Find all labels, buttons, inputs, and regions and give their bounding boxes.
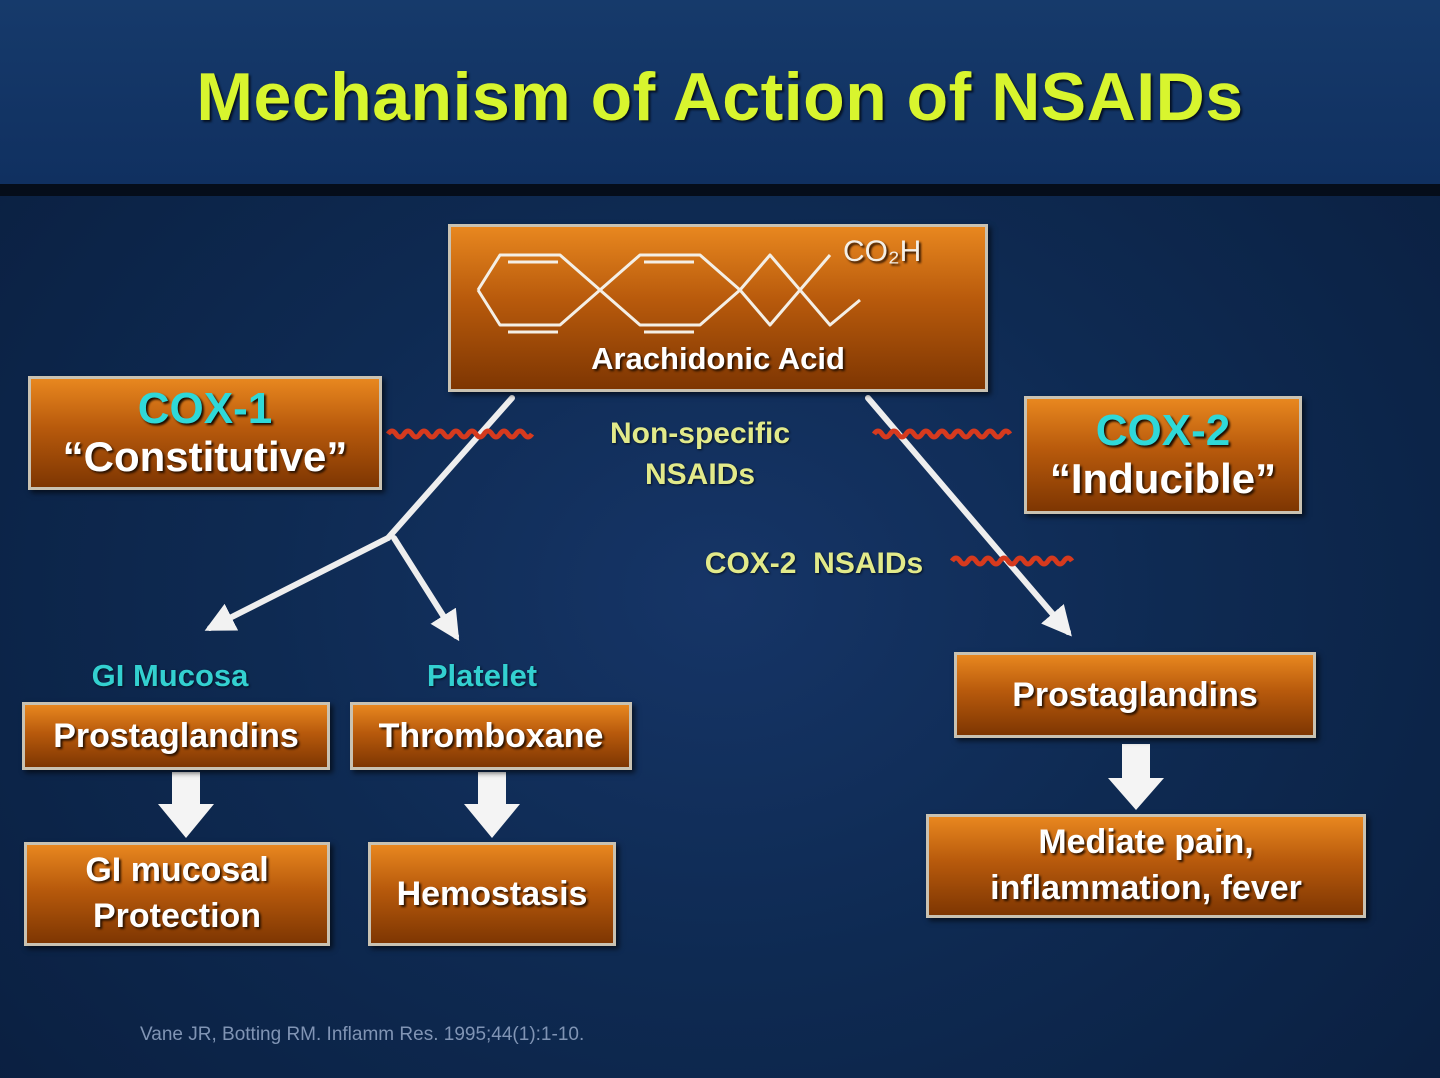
slide-title: Mechanism of Action of NSAIDs — [196, 59, 1244, 135]
hemostasis-label: Hemostasis — [396, 874, 588, 913]
inducible-prostaglandins-label: Prostaglandins — [1012, 675, 1258, 714]
inducible-prostaglandins-box: Prostaglandins — [954, 652, 1316, 738]
thromboxane-label: Thromboxane — [378, 716, 604, 755]
platelet-label: Platelet — [426, 658, 538, 693]
cox1-name: COX-1 — [137, 383, 273, 433]
carboxyl-formula: CO₂H — [843, 235, 922, 268]
cox1-box: COX-1 “Constitutive” — [28, 376, 382, 490]
nonspecific-nsaids-label: Non-specific NSAIDs — [560, 414, 840, 495]
gi-prostaglandins-box: Prostaglandins — [22, 702, 330, 770]
mediate-pain-line1: Mediate pain, — [1038, 823, 1254, 862]
inhibition-mark-cox2-nsaids — [949, 555, 1075, 567]
cox2-type: “Inducible” — [1049, 455, 1277, 503]
gi-protection-box: GI mucosal Protection — [24, 842, 330, 946]
gi-protection-line2: Protection — [92, 897, 262, 935]
cox2-nsaids-label: COX-2 NSAIDs — [704, 547, 924, 580]
down-arrow-inducible — [1108, 744, 1164, 810]
arrow-to-cox1-branch — [385, 395, 515, 541]
down-arrow-gi — [158, 772, 214, 838]
cox2-box: COX-2 “Inducible” — [1024, 396, 1302, 514]
mediate-pain-line2: inflammation, fever — [990, 869, 1302, 907]
arachidonic-acid-structure-icon — [476, 253, 861, 334]
arrow-to-gi-mucosa — [204, 535, 391, 631]
arachidonic-acid-box: CO₂H Arachidonic Acid — [448, 224, 988, 392]
inhibition-mark-cox1 — [385, 428, 535, 440]
nonspecific-line2: NSAIDs — [644, 457, 756, 491]
nonspecific-line1: Non-specific — [609, 417, 791, 450]
gi-protection-line1: GI mucosal — [85, 851, 269, 890]
hemostasis-box: Hemostasis — [368, 842, 616, 946]
citation: Vane JR, Botting RM. Inflamm Res. 1995;4… — [140, 1024, 585, 1045]
thromboxane-box: Thromboxane — [350, 702, 632, 770]
arrow-to-platelet — [391, 535, 460, 642]
gi-mucosa-label: GI Mucosa — [91, 658, 249, 693]
down-arrow-platelet — [464, 772, 520, 838]
inhibition-mark-cox2 — [871, 428, 1013, 440]
gi-prostaglandins-label: Prostaglandins — [53, 716, 299, 755]
cox2-name: COX-2 — [1095, 405, 1231, 455]
cox1-type: “Constitutive” — [62, 433, 348, 481]
arachidonic-acid-label: Arachidonic Acid — [591, 341, 845, 376]
mediate-pain-box: Mediate pain, inflammation, fever — [926, 814, 1366, 918]
title-divider — [0, 184, 1440, 196]
title-band — [0, 0, 1440, 186]
